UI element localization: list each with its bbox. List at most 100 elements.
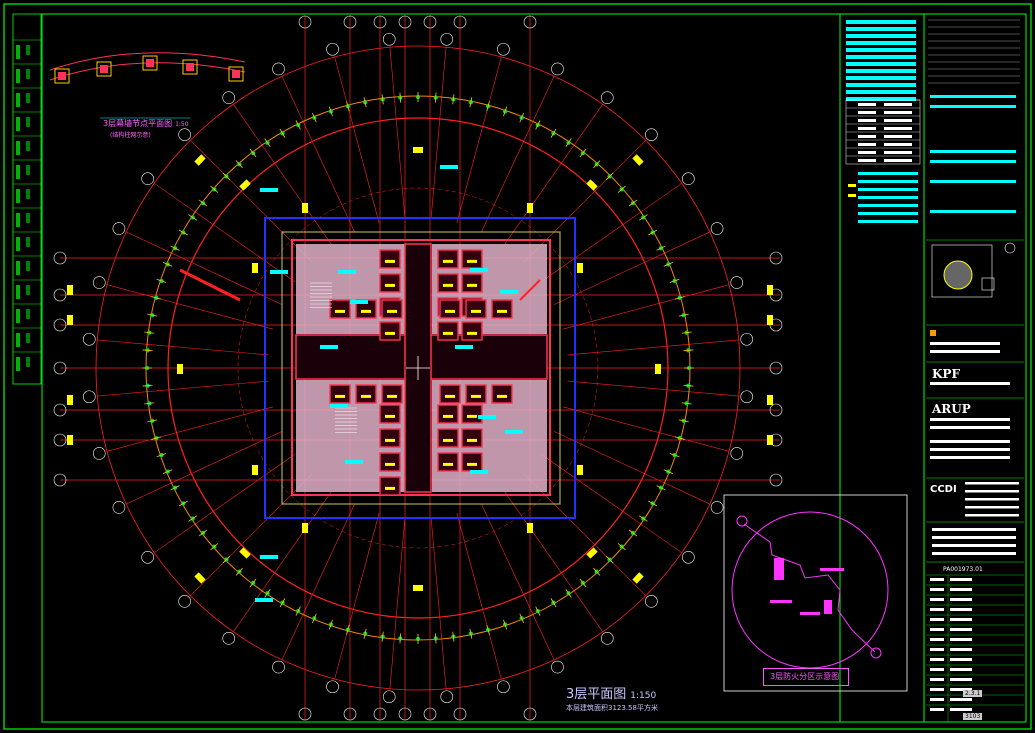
- grid-bubble: [440, 32, 454, 46]
- note-line: [846, 76, 916, 80]
- grid-bubble: [112, 501, 126, 514]
- grid-bubble: [141, 172, 154, 186]
- room-tag: [505, 430, 523, 434]
- elevator-door: [445, 394, 455, 398]
- elevator-door: [387, 394, 397, 398]
- strip-text: [16, 165, 20, 179]
- grid-bubble: [645, 128, 658, 141]
- firm-line: [930, 448, 1010, 451]
- facade-mullion: [156, 278, 167, 283]
- perimeter-column: [413, 147, 423, 153]
- elevator-shaft: [437, 273, 459, 293]
- elevator-shaft: [379, 321, 401, 341]
- elevator-door: [467, 331, 477, 335]
- facade-mullion: [147, 419, 158, 423]
- facade-mullion: [486, 101, 490, 112]
- grid-bubble: [326, 42, 339, 56]
- core-outline: [281, 231, 561, 505]
- note-line: [858, 172, 918, 175]
- facade-mullion: [452, 94, 455, 105]
- legend-text: [858, 127, 876, 130]
- facade-mullion: [249, 578, 257, 588]
- grid-bubble: [343, 15, 357, 29]
- grid-bubble: [141, 550, 154, 564]
- sheet-text: [930, 658, 944, 661]
- perimeter-column: [194, 154, 206, 166]
- strip-text: [26, 165, 30, 175]
- facade-mullion: [519, 112, 524, 123]
- elevator-door: [385, 259, 395, 263]
- slab-edge-circle: [167, 117, 669, 619]
- note-line: [846, 69, 916, 73]
- detail-column: [96, 61, 112, 77]
- facade-mullion: [663, 469, 674, 474]
- sheet-text: [930, 588, 944, 591]
- zone-bubble: [870, 647, 882, 659]
- facade-mullion: [434, 92, 437, 103]
- column: [527, 203, 533, 213]
- radial-grid-line: [523, 140, 646, 263]
- facade-mullion: [565, 588, 572, 598]
- facade-mullion: [162, 262, 173, 267]
- inset-title: 3层防火分区示意图: [770, 672, 840, 681]
- sheet-text: [930, 668, 944, 671]
- facade-mullion: [264, 588, 271, 598]
- facade-mullion: [188, 214, 198, 221]
- legend-text: [884, 159, 912, 162]
- grid-bubble: [730, 447, 744, 460]
- room-tag: [470, 470, 488, 474]
- grid-bubble: [382, 32, 396, 46]
- radial-grid-line: [97, 339, 269, 356]
- room-tag: [345, 460, 363, 464]
- sheet-text: [950, 598, 972, 601]
- elevator-door: [467, 283, 477, 287]
- legend-text: [858, 143, 876, 146]
- sheet-text: [950, 578, 972, 581]
- column: [767, 285, 773, 295]
- grid-bubble: [373, 15, 387, 29]
- elevator-shaft: [461, 321, 483, 341]
- note-line: [858, 188, 918, 191]
- fire-zone-core: [824, 600, 832, 614]
- radial-grid-line: [154, 453, 296, 553]
- sheet-text: [930, 648, 944, 651]
- perimeter-column: [586, 179, 598, 191]
- elevator-door: [335, 394, 345, 398]
- facade-mullion: [503, 619, 508, 630]
- radial-grid-line: [523, 473, 646, 596]
- sheet-text: [950, 638, 972, 641]
- column: [302, 203, 308, 213]
- facade-mullion: [328, 106, 333, 117]
- elevator-shaft: [437, 452, 459, 472]
- elevator-shaft: [379, 428, 401, 448]
- detail-column-core: [186, 63, 194, 71]
- strip-text: [16, 237, 20, 251]
- room-tag: [338, 270, 356, 274]
- radial-grid-line: [553, 431, 710, 505]
- elevator-door: [443, 259, 453, 263]
- legend-swatch: [848, 194, 856, 197]
- strip-text: [26, 333, 30, 343]
- strip-frame: [12, 13, 42, 385]
- facade-mullion: [198, 529, 208, 537]
- sheet-text: [950, 608, 972, 611]
- facade-mullion: [222, 555, 231, 564]
- info-line: [930, 105, 1016, 108]
- elevator-shaft: [379, 404, 401, 424]
- facade-mullion: [210, 543, 219, 551]
- strip-text: [16, 213, 20, 227]
- facade-mullion: [648, 229, 658, 236]
- grid-bubble: [769, 361, 783, 375]
- facade-mullion: [565, 138, 572, 148]
- key-plan-building: [981, 277, 995, 291]
- sheet-text: [950, 678, 972, 681]
- north-arrow: [1004, 242, 1016, 254]
- sheet-text: [930, 678, 944, 681]
- facade-mullion: [674, 296, 685, 300]
- radial-grid-line: [562, 406, 730, 452]
- elevator-shaft: [437, 404, 459, 424]
- fire-zone-label: [820, 568, 844, 571]
- room-tag: [478, 415, 496, 419]
- strip-text: [16, 45, 20, 59]
